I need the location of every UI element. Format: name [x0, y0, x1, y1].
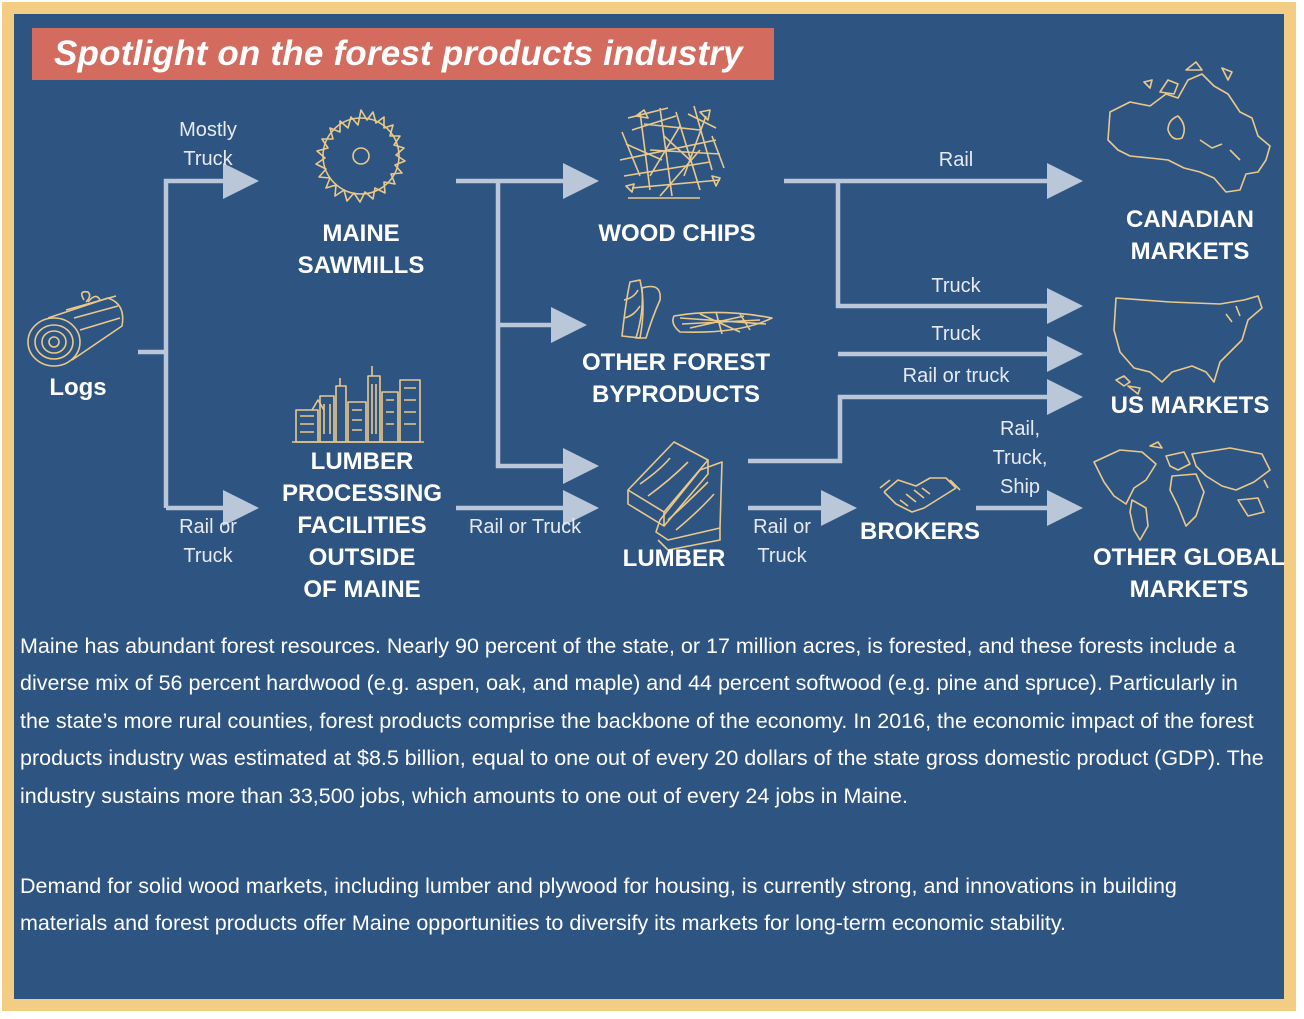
body-paragraph-2: Demand for solid wood markets, including… — [20, 874, 1177, 936]
node-lumber-processing-line5: OF MAINE — [303, 576, 421, 603]
world-map-icon — [1093, 441, 1271, 541]
node-maine-sawmills: MAINE SAWMILLS — [280, 218, 442, 282]
arrow-lumber-to-us — [748, 379, 1083, 464]
body-paragraph-1: Maine has abundant forest resources. Nea… — [20, 634, 1264, 808]
edge-label-logs-to-sawmills-line2: Truck — [183, 148, 233, 170]
edge-label-lumber-to-brokers: Rail or Truck — [738, 513, 826, 571]
edge-label-brokers-to-global-line3: Ship — [999, 476, 1041, 498]
node-canadian-markets-line1: CANADIAN — [1126, 206, 1254, 233]
node-lumber-processing-line3: FACILITIES — [297, 512, 427, 539]
edge-label-lumber-to-brokers-line2: Truck — [757, 545, 807, 567]
page-title: Spotlight on the forest products industr… — [54, 34, 743, 73]
wood-chips-icon — [619, 105, 725, 199]
arrow-sawmills-to-lumber — [495, 181, 599, 484]
edge-label-lumber-to-us: Rail or truck — [880, 362, 1032, 391]
node-maine-sawmills-line1: MAINE — [322, 220, 400, 247]
node-global-markets-line2: MARKETS — [1129, 576, 1249, 603]
node-lumber-processing-line1: LUMBER — [310, 448, 414, 475]
node-byproducts-line2: BYPRODUCTS — [591, 381, 760, 408]
node-canadian-markets: CANADIAN MARKETS — [1100, 204, 1280, 268]
node-lumber-label: LUMBER — [622, 545, 726, 572]
edge-label-logs-to-processing-line2: Truck — [183, 545, 233, 567]
node-wood-chips: WOOD CHIPS — [580, 218, 774, 250]
edge-label-lumber-to-brokers-line1: Rail or — [753, 516, 811, 538]
edge-label-chips-to-canada: Rail — [916, 146, 996, 175]
saw-blade-icon — [315, 109, 406, 203]
node-other-forest-byproducts: OTHER FOREST BYPRODUCTS — [576, 347, 776, 411]
canada-map-icon — [1107, 61, 1271, 193]
node-global-markets-line1: OTHER GLOBAL — [1093, 544, 1285, 571]
edge-label-chips-to-us: Truck — [916, 272, 996, 301]
node-us-markets: US MARKETS — [1100, 390, 1280, 422]
wood-byproducts-icon — [621, 279, 773, 339]
edge-label-brokers-to-global-line1: Rail, — [999, 418, 1040, 440]
edge-label-brokers-to-global-line2: Truck, — [992, 447, 1048, 469]
arrow-chips-to-us — [835, 181, 1083, 324]
lumber-boards-icon — [627, 441, 723, 551]
edge-label-processing-to-lumber: Rail or Truck — [452, 513, 598, 542]
edge-label-chips-to-canada-text: Rail — [938, 149, 974, 171]
edge-label-chips-to-us-text: Truck — [931, 275, 981, 297]
node-brokers-label: BROKERS — [859, 518, 980, 545]
edge-label-logs-to-sawmills-line1: Mostly — [179, 119, 237, 141]
edge-label-byproducts-to-us-text: Truck — [931, 323, 981, 345]
us-map-icon — [1113, 295, 1263, 395]
node-maine-sawmills-line2: SAWMILLS — [297, 252, 425, 279]
edge-label-logs-to-sawmills: Mostly Truck — [160, 116, 256, 174]
node-logs-label: Logs — [49, 374, 107, 401]
edge-label-logs-to-processing: Rail or Truck — [160, 513, 256, 571]
node-lumber-processing: LUMBER PROCESSING FACILITIES OUTSIDE OF … — [270, 446, 454, 606]
edge-label-brokers-to-global: Rail, Truck, Ship — [974, 415, 1066, 502]
edge-label-lumber-to-us-text: Rail or truck — [902, 365, 1010, 387]
log-icon — [27, 290, 124, 367]
arrow-logs-to-sawmills — [163, 163, 259, 508]
node-canadian-markets-line2: MARKETS — [1130, 238, 1250, 265]
flow-arrows — [138, 163, 1083, 526]
node-wood-chips-label: WOOD CHIPS — [598, 220, 756, 247]
edge-label-processing-to-lumber-text: Rail or Truck — [468, 516, 582, 538]
node-other-global-markets: OTHER GLOBAL MARKETS — [1084, 542, 1294, 606]
handshake-icon — [879, 477, 961, 513]
node-lumber-processing-line4: OUTSIDE — [308, 544, 416, 571]
node-lumber: LUMBER — [614, 543, 734, 575]
node-brokers: BROKERS — [854, 516, 986, 548]
edge-label-byproducts-to-us: Truck — [916, 320, 996, 349]
edge-label-logs-to-processing-line1: Rail or — [179, 516, 237, 538]
factory-icon — [292, 366, 424, 443]
node-byproducts-line1: OTHER FOREST — [581, 349, 770, 376]
node-logs: Logs — [40, 372, 116, 404]
node-lumber-processing-line2: PROCESSING — [281, 480, 443, 507]
node-us-markets-label: US MARKETS — [1110, 392, 1270, 419]
title-banner: Spotlight on the forest products industr… — [32, 28, 774, 80]
